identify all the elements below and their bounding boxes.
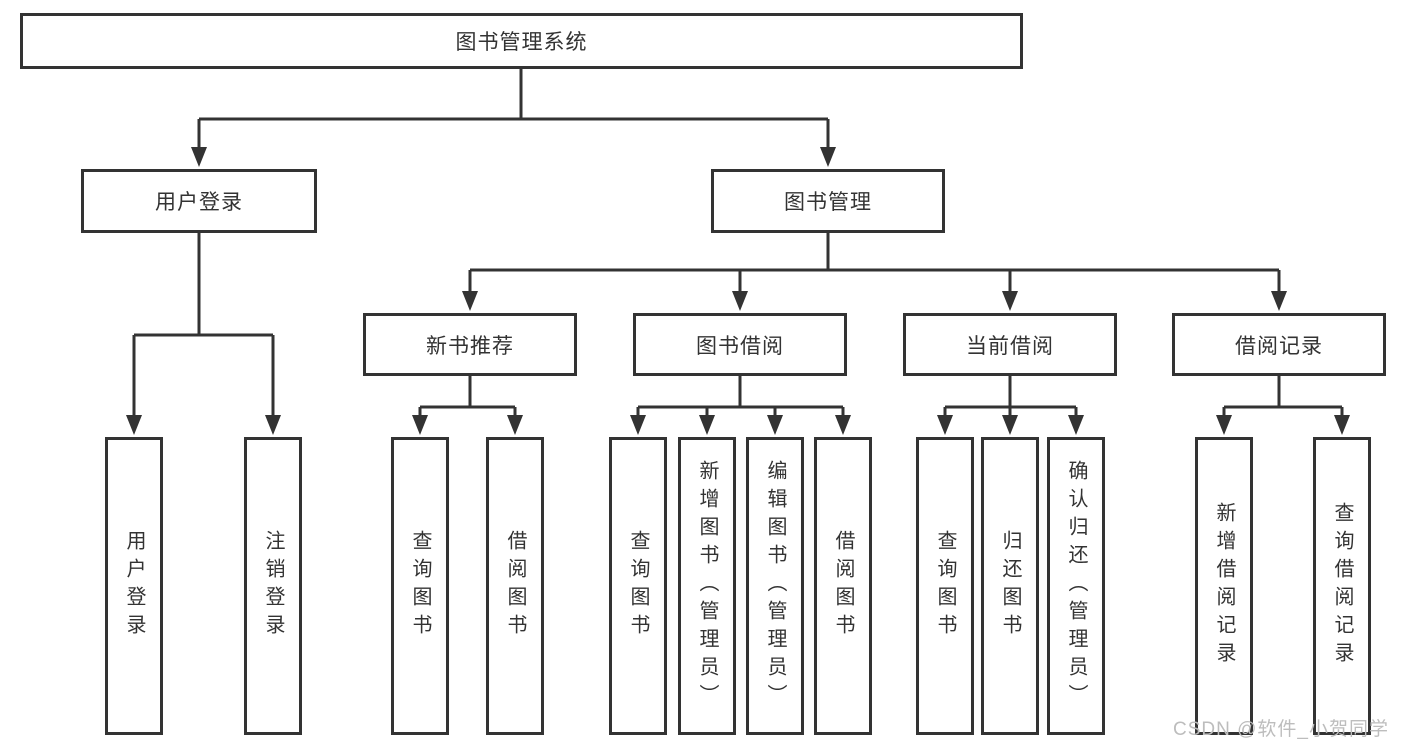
leaf-add-book-admin-label: 新增图书（管理员） <box>696 460 718 712</box>
leaf-query-books-borrow-label: 查询图书 <box>627 530 649 642</box>
leaf-query-books-recommend-label: 查询图书 <box>409 530 431 642</box>
leaf-query-books-borrow: 查询图书 <box>609 437 667 735</box>
node-book-management-label: 图书管理 <box>784 191 872 214</box>
node-current-borrow-label: 当前借阅 <box>966 334 1054 358</box>
leaf-confirm-return-admin: 确认归还（管理员） <box>1047 437 1105 735</box>
node-new-book-recommend-label: 新书推荐 <box>426 334 514 358</box>
node-new-book-recommend: 新书推荐 <box>363 313 577 376</box>
leaf-query-borrow-record-label: 查询借阅记录 <box>1331 502 1353 670</box>
leaf-borrow-books-label: 借阅图书 <box>832 530 854 642</box>
leaf-return-book-label: 归还图书 <box>999 530 1021 642</box>
leaf-edit-book-admin: 编辑图书（管理员） <box>746 437 804 735</box>
leaf-add-borrow-record-label: 新增借阅记录 <box>1213 502 1235 670</box>
leaf-user-login: 用户登录 <box>105 437 163 735</box>
node-current-borrow: 当前借阅 <box>903 313 1117 376</box>
node-borrow-records-label: 借阅记录 <box>1235 334 1323 358</box>
leaf-borrow-books: 借阅图书 <box>814 437 872 735</box>
leaf-edit-book-admin-label: 编辑图书（管理员） <box>764 460 786 712</box>
watermark: CSDN @软件_小贺同学 <box>1173 719 1389 740</box>
leaf-query-books-current-label: 查询图书 <box>934 530 956 642</box>
leaf-borrow-books-recommend-label: 借阅图书 <box>504 530 526 642</box>
leaf-query-books-current: 查询图书 <box>916 437 974 735</box>
node-book-borrow-label: 图书借阅 <box>696 334 784 358</box>
leaf-borrow-books-recommend: 借阅图书 <box>486 437 544 735</box>
node-root-label: 图书管理系统 <box>455 31 588 54</box>
node-book-management: 图书管理 <box>711 169 945 233</box>
leaf-add-book-admin: 新增图书（管理员） <box>678 437 736 735</box>
node-user-login: 用户登录 <box>81 169 317 233</box>
leaf-user-login-label: 用户登录 <box>123 530 145 642</box>
node-borrow-records: 借阅记录 <box>1172 313 1386 376</box>
node-book-borrow: 图书借阅 <box>633 313 847 376</box>
leaf-logout-label: 注销登录 <box>262 530 284 642</box>
leaf-query-books-recommend: 查询图书 <box>391 437 449 735</box>
leaf-return-book: 归还图书 <box>981 437 1039 735</box>
leaf-add-borrow-record: 新增借阅记录 <box>1195 437 1253 735</box>
leaf-query-borrow-record: 查询借阅记录 <box>1313 437 1371 735</box>
leaf-logout: 注销登录 <box>244 437 302 735</box>
leaf-confirm-return-admin-label: 确认归还（管理员） <box>1065 460 1087 712</box>
node-user-login-label: 用户登录 <box>155 191 243 214</box>
node-root-library-system: 图书管理系统 <box>20 13 1023 69</box>
